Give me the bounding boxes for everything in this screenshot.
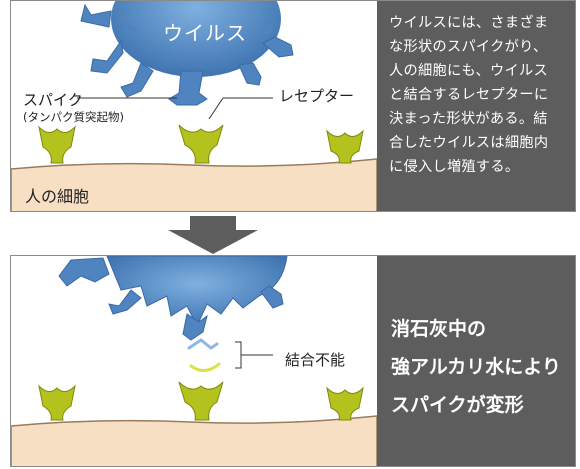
cell-body bbox=[11, 158, 377, 211]
virus-bottom bbox=[58, 256, 288, 341]
receptor-3 bbox=[326, 129, 364, 164]
deformed-spike bbox=[187, 338, 219, 350]
bottom-description-panel: 消石灰中の 強アルカリ水により スパイクが変形 bbox=[377, 256, 575, 466]
bottom-illustration: 結合不能 bbox=[11, 256, 377, 466]
receptor-label: レセプター bbox=[279, 87, 355, 105]
cell-label: 人の細胞 bbox=[25, 187, 90, 206]
down-arrow-icon bbox=[168, 216, 258, 254]
receptor-b3 bbox=[326, 386, 364, 421]
spike-sublabel: (タンパク質突起物) bbox=[23, 110, 124, 124]
receptors-bottom bbox=[38, 381, 364, 421]
cell-body-bottom bbox=[11, 415, 377, 466]
top-diagram-svg bbox=[11, 1, 377, 211]
virus-label: ウイルス bbox=[163, 21, 247, 45]
spike-label: スパイク bbox=[23, 91, 83, 109]
bottom-panel: 結合不能 消石灰中の 強アルカリ水により スパイクが変形 bbox=[10, 255, 576, 467]
receptors-top bbox=[38, 124, 364, 164]
receptor-2 bbox=[178, 124, 224, 164]
no-bind-bracket bbox=[235, 341, 273, 369]
bottom-diagram-svg bbox=[11, 256, 377, 466]
receptor-b2 bbox=[178, 381, 224, 421]
top-illustration: ウイルス スパイク (タンパク質突起物) レセプター 人の細胞 bbox=[11, 1, 377, 211]
deformed-receptor-cap bbox=[189, 362, 221, 372]
top-panel: ウイルス スパイク (タンパク質突起物) レセプター 人の細胞 ウイルスには、さ… bbox=[10, 0, 576, 212]
receptor-1 bbox=[38, 125, 76, 164]
receptor-b1 bbox=[38, 384, 76, 421]
bottom-description: 消石灰中の 強アルカリ水により スパイクが変形 bbox=[391, 318, 561, 416]
virus-top bbox=[80, 1, 294, 106]
top-description-panel: ウイルスには、さまざま な形状のスパイクがり、 人の細胞にも、ウイルス と結合す… bbox=[377, 1, 575, 211]
top-description: ウイルスには、さまざま な形状のスパイクがり、 人の細胞にも、ウイルス と結合す… bbox=[389, 15, 549, 175]
no-bind-label: 結合不能 bbox=[285, 351, 346, 369]
